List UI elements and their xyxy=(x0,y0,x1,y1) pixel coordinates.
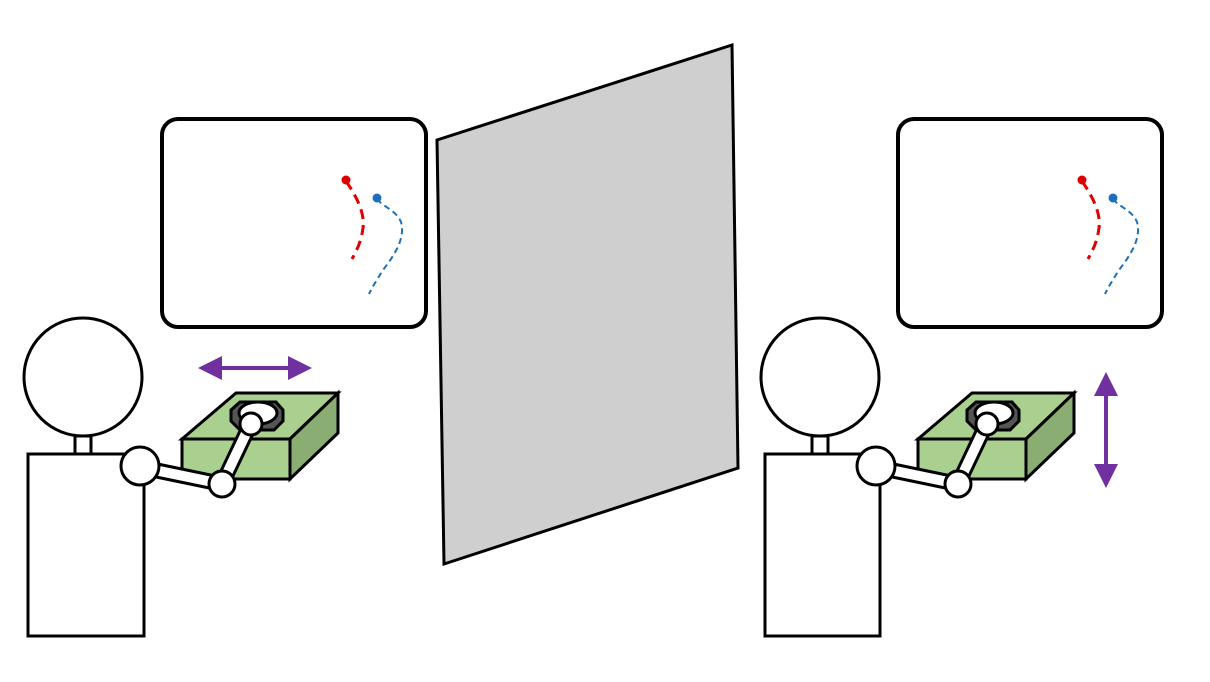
monitor-right xyxy=(896,117,1164,329)
elbow-right xyxy=(943,469,973,499)
blue-cursor-left xyxy=(372,193,382,203)
device-side-left xyxy=(288,389,340,483)
person-neck-right xyxy=(810,434,830,457)
person-head-right xyxy=(759,316,881,438)
person-body-left xyxy=(26,452,146,638)
red-trace-right xyxy=(1080,180,1101,260)
hand-left xyxy=(238,411,264,437)
red-trace-left xyxy=(344,180,365,260)
elbow-left xyxy=(207,469,237,499)
blue-trace-left xyxy=(368,198,404,295)
blue-trace-right xyxy=(1104,198,1140,295)
monitor-left xyxy=(160,117,428,329)
person-body-right xyxy=(763,452,882,638)
blue-cursor-right xyxy=(1108,193,1118,203)
device-side-right xyxy=(1024,389,1076,483)
hand-right xyxy=(974,411,1000,437)
participant-right xyxy=(759,117,1164,638)
partition-screen xyxy=(435,42,740,567)
participant-left xyxy=(22,117,428,638)
person-neck-left xyxy=(73,434,93,457)
red-cursor-right xyxy=(1077,175,1087,185)
person-head-left xyxy=(22,316,144,438)
shoulder-right xyxy=(855,445,897,487)
red-cursor-left xyxy=(341,175,351,185)
shoulder-left xyxy=(119,445,161,487)
